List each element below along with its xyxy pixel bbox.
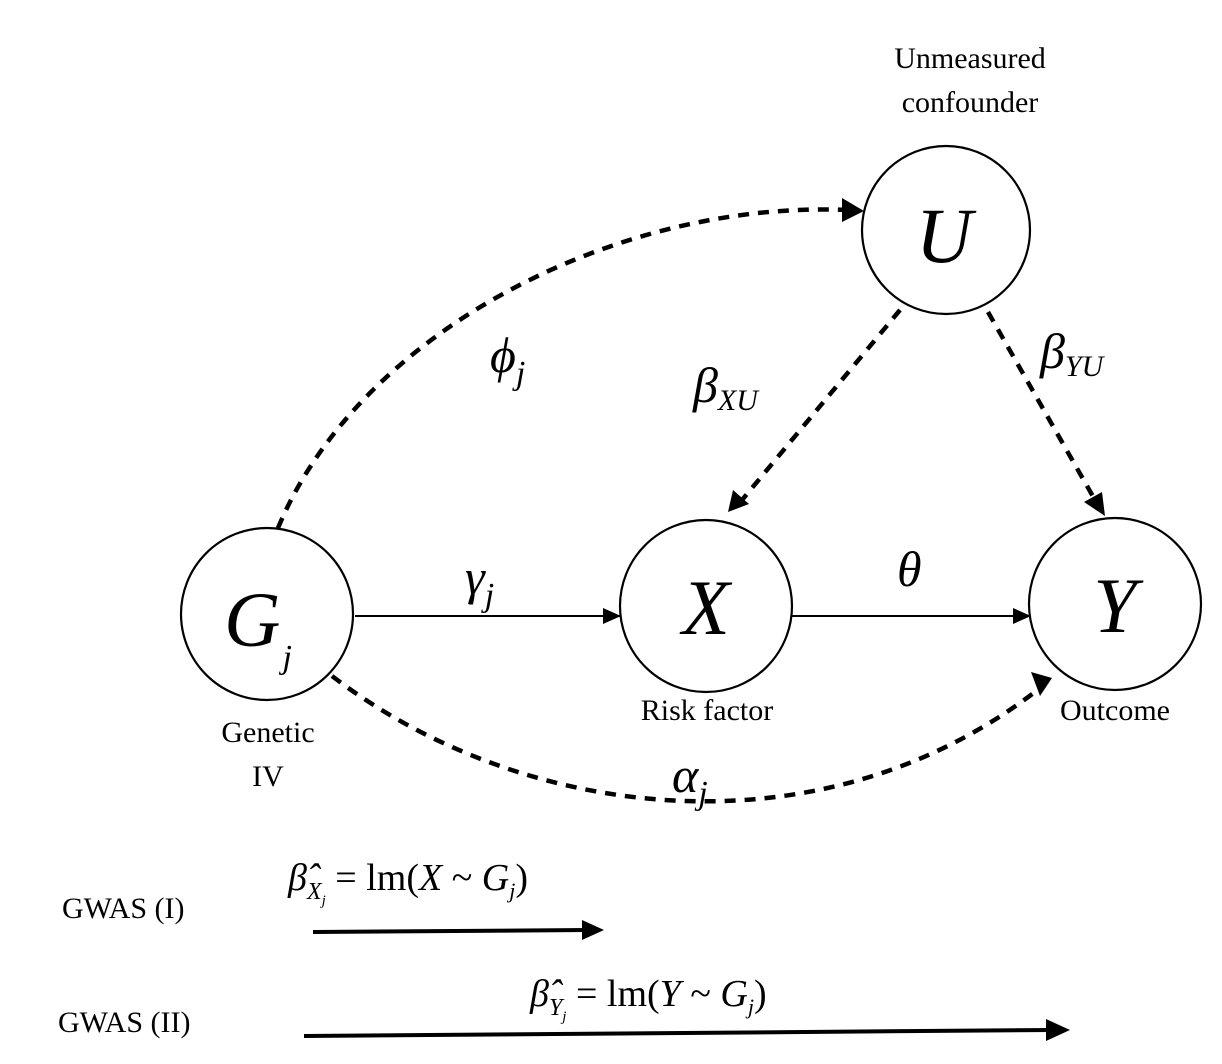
- alpha-subscript: j: [694, 775, 707, 812]
- beta-yu-subscript: YU: [1065, 350, 1106, 383]
- gamma-symbol: γ: [465, 549, 486, 605]
- edge-g-to-y-dashed: [330, 674, 1042, 804]
- gwas-2-eq-end: ): [754, 973, 767, 1015]
- gwas-2-eq-var: Y: [660, 973, 685, 1015]
- beta-xu-symbol: β: [692, 357, 718, 413]
- gwas-1-beta-subsub: j: [320, 893, 326, 909]
- gamma-subscript: j: [481, 577, 494, 614]
- phi-subscript: j: [512, 355, 525, 392]
- gwas-1-eq-mid: = lm(: [326, 857, 419, 899]
- beta-xu-subscript: XU: [717, 384, 760, 417]
- node-y: Y: [1027, 516, 1203, 692]
- gwas-2-label: GWAS (II): [58, 1006, 190, 1039]
- gwas-1-eq-end: ): [515, 857, 528, 899]
- gwas-2-arrow-line: [303, 1028, 1053, 1038]
- edge-g-to-y-arrowhead: [1031, 672, 1052, 696]
- gwas-1-arrowhead: [582, 920, 604, 940]
- edge-x-to-y-arrowhead: [1013, 608, 1031, 624]
- gwas-1-equation: β̂Xj = lm(X ~ Gj): [287, 857, 528, 909]
- edge-g-to-u-dashed: [275, 207, 849, 529]
- edge-label-gamma: γj: [465, 549, 494, 614]
- phi-symbol: ϕ: [490, 327, 516, 383]
- node-y-caption: Outcome: [1060, 694, 1170, 727]
- node-u: U: [860, 144, 1032, 316]
- node-g: Gj: [179, 526, 355, 702]
- node-u-caption-line1: Unmeasured: [894, 42, 1046, 75]
- node-x: X: [618, 518, 794, 694]
- edge-label-beta-xu: βXU: [692, 357, 760, 417]
- edge-label-alpha: αj: [672, 747, 708, 812]
- gwas-1-arrow-line: [312, 928, 589, 934]
- gwas-1-eq-tilde: ~: [442, 857, 482, 899]
- gwas-1-beta-sub: X: [306, 879, 323, 905]
- node-x-letter: X: [679, 564, 733, 651]
- gwas-2-beta-sub: Y: [549, 995, 565, 1021]
- gwas-2-eq-g: G: [720, 973, 747, 1015]
- node-u-caption-line2: confounder: [902, 86, 1039, 119]
- gwas-1-label: GWAS (I): [62, 892, 184, 925]
- beta-yu-symbol: β: [1039, 323, 1065, 379]
- gwas-1-eq-g: G: [482, 857, 509, 899]
- gwas-2-eq-mid: = lm(: [566, 973, 659, 1015]
- node-x-caption: Risk factor: [641, 694, 773, 727]
- edge-label-theta: θ: [897, 541, 922, 597]
- gwas-2-equation: β̂Yj = lm(Y ~ Gj): [529, 973, 767, 1025]
- node-g-subscript: j: [278, 639, 291, 676]
- edge-u-to-y-arrowhead: [1084, 492, 1105, 516]
- gwas-2-eq-tilde: ~: [681, 973, 721, 1015]
- edge-g-to-u-arrowhead: [842, 198, 864, 222]
- gwas-1-eq-g-sub: j: [506, 878, 515, 903]
- node-g-letter: G: [224, 576, 280, 663]
- gwas-2-eq-g-sub: j: [745, 994, 754, 1019]
- node-g-caption-line2: IV: [252, 760, 284, 793]
- gwas-1-eq-var: X: [417, 857, 444, 899]
- node-y-letter: Y: [1093, 562, 1144, 649]
- gwas-2-arrowhead: [1046, 1019, 1070, 1041]
- edge-label-phi: ϕj: [490, 327, 525, 392]
- svg-text:Gj: Gj: [224, 576, 292, 676]
- edge-u-to-y-dashed: [986, 310, 1097, 502]
- edge-u-to-x-arrowhead: [728, 490, 749, 512]
- edge-u-to-x-dashed: [740, 308, 902, 502]
- node-g-caption-line1: Genetic: [221, 716, 314, 749]
- node-u-letter: U: [916, 192, 977, 279]
- alpha-symbol: α: [672, 747, 700, 803]
- edge-g-to-x-arrowhead: [603, 608, 621, 624]
- edge-label-beta-yu: βYU: [1039, 323, 1106, 383]
- gwas-2-beta-subsub: j: [560, 1009, 566, 1025]
